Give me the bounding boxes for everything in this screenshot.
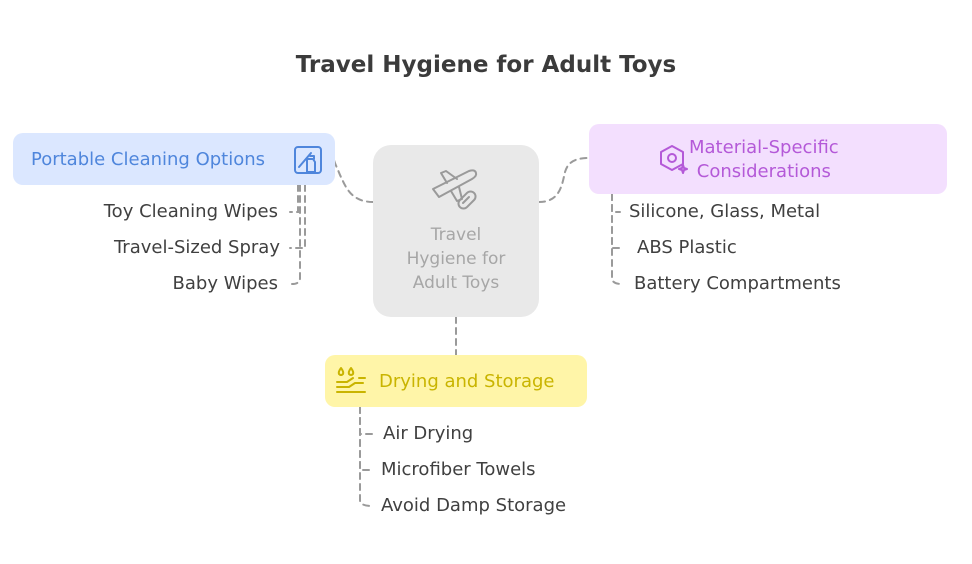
connector-portable-leaf-3 [291, 184, 301, 285]
leaf-toy-cleaning-wipes: Toy Cleaning Wipes [103, 201, 278, 222]
diagram-title: Travel Hygiene for Adult Toys [295, 52, 677, 78]
connector-center-material [538, 157, 590, 203]
leaf-baby-wipes: Baby Wipes [172, 273, 278, 294]
branch-portable-cleaning: Portable Cleaning Options [13, 133, 335, 185]
spray-bottle-icon [293, 145, 323, 180]
branch-drying-storage: Drying and Storage [325, 355, 587, 407]
connector-drying-leaf-1 [359, 406, 373, 435]
leaf-avoid-damp-storage: Avoid Damp Storage [381, 495, 567, 516]
center-label: Travel Hygiene for Adult Toys [406, 225, 506, 293]
connector-drying-leaf-3 [359, 406, 373, 507]
leaf-microfiber-towels: Microfiber Towels [381, 459, 536, 480]
connector-material-leaf-3 [611, 193, 623, 285]
connector-material-leaf-1 [611, 193, 621, 213]
leaf-silicone-glass-metal: Silicone, Glass, Metal [629, 201, 821, 222]
center-node: Travel Hygiene for Adult Toys [373, 145, 539, 317]
branch-portable-label: Portable Cleaning Options [31, 149, 266, 170]
hexagon-sparkle-icon [659, 144, 689, 179]
plane-pill-icon [429, 163, 483, 221]
connector-portable-leaf-1 [289, 184, 299, 213]
connector-center-portable [333, 159, 374, 203]
leaf-travel-sized-spray: Travel-Sized Spray [113, 237, 280, 258]
leaf-battery-compartments: Battery Compartments [634, 273, 841, 294]
connector-material-leaf-2 [611, 193, 625, 249]
connector-drying-leaf-2 [359, 406, 373, 471]
leaf-air-drying: Air Drying [383, 423, 474, 444]
drying-drops-icon [335, 366, 367, 401]
branch-material-specific: Material-Specific Considerations [589, 124, 947, 194]
connector-portable-leaf-2 [289, 184, 306, 249]
leaf-abs-plastic: ABS Plastic [637, 237, 737, 258]
branch-material-label: Material-Specific Considerations [689, 137, 839, 182]
branch-drying-label: Drying and Storage [379, 371, 555, 392]
